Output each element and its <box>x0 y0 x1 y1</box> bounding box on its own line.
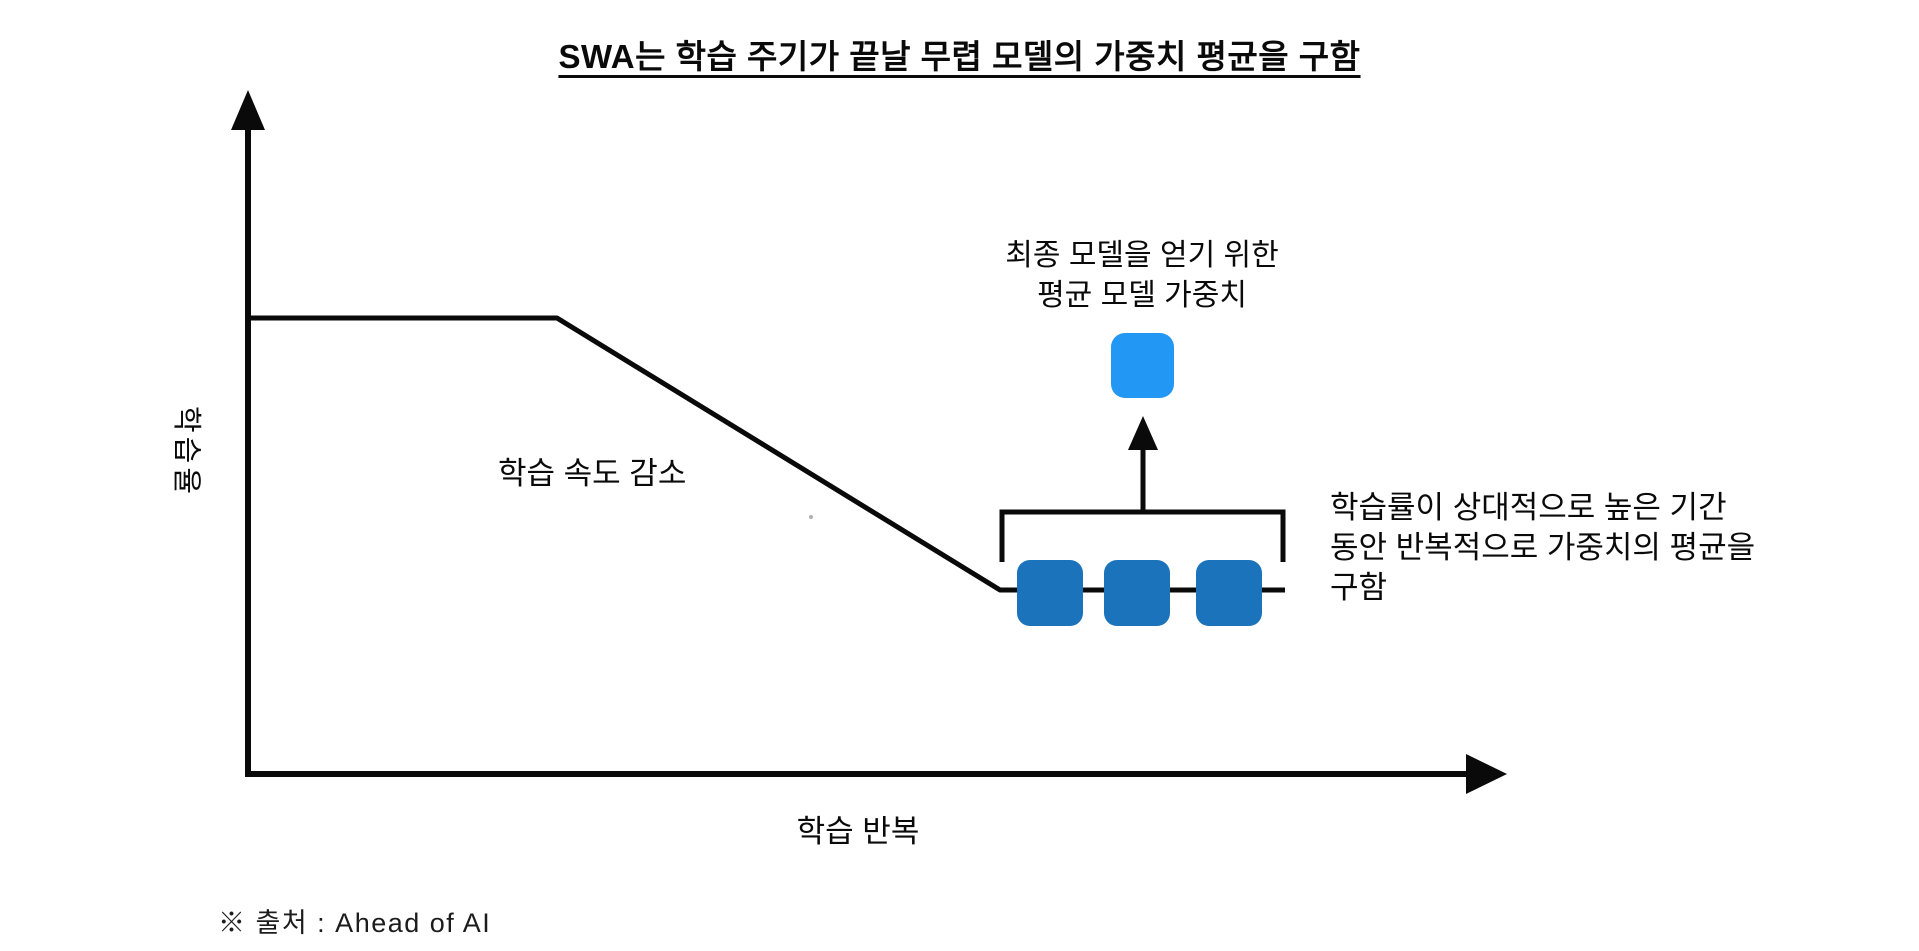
y-axis-arrowhead-icon <box>231 90 265 130</box>
snapshot-weight-box-2 <box>1104 560 1170 626</box>
y-axis-label: 학습율 <box>170 405 202 499</box>
averaged-model-box <box>1111 333 1174 398</box>
decay-annotation: 학습 속도 감소 <box>498 456 687 491</box>
source-credit: ※ 출처 : Ahead of AI <box>218 908 492 938</box>
x-axis-label: 학습 반복 <box>796 814 920 849</box>
averaged-model-annotation: 최종 모델을 얻기 위한 평균 모델 가중치 <box>1005 239 1279 312</box>
speck-dot <box>809 515 813 519</box>
averaging-bracket <box>999 509 1286 562</box>
snapshot-weight-box-1 <box>1017 560 1083 626</box>
periodic-averaging-annotation: 학습률이 상대적으로 높은 기간 동안 반복적으로 가중치의 평균을 구함 <box>1330 490 1756 605</box>
snapshot-weight-box-3 <box>1196 560 1262 626</box>
x-axis-arrowhead-icon <box>1466 754 1507 794</box>
page-title: SWA는 학습 주기가 끝날 무렵 모델의 가중치 평균을 구함 <box>558 38 1361 75</box>
up-arrow-head-icon <box>1128 416 1158 450</box>
